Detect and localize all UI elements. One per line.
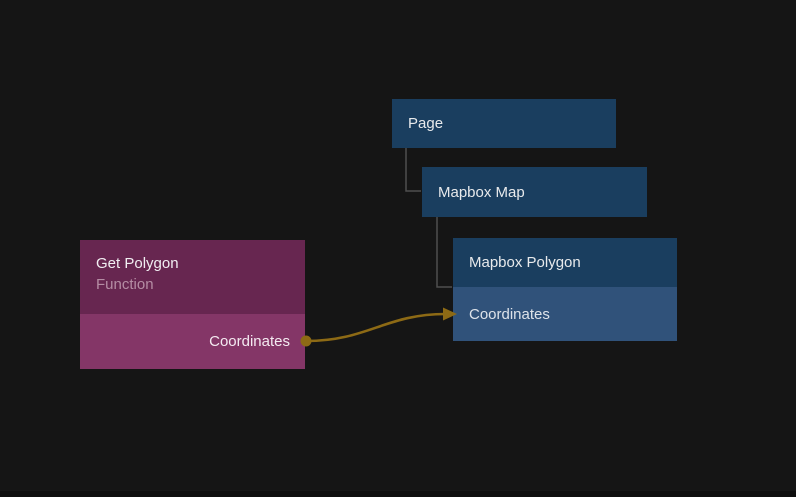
connection-wire[interactable] xyxy=(304,312,448,343)
node-get-polygon[interactable]: Get Polygon Function Coordinates xyxy=(80,240,305,369)
hierarchy-connector-page-to-mapbox-map xyxy=(405,148,421,192)
input-port-coordinates-label: Coordinates xyxy=(469,305,550,323)
node-mapbox-polygon-title: Mapbox Polygon xyxy=(469,254,581,271)
node-get-polygon-title: Get Polygon xyxy=(96,255,179,272)
node-mapbox-map[interactable]: Mapbox Map xyxy=(422,167,647,217)
node-page-title: Page xyxy=(408,115,444,132)
node-get-polygon-subtitle: Function xyxy=(96,276,154,293)
node-mapbox-polygon[interactable]: Mapbox Polygon Coordinates xyxy=(453,238,677,341)
node-page[interactable]: Page xyxy=(392,99,616,148)
output-port-coordinates-label: Coordinates xyxy=(209,333,290,350)
node-get-polygon-header: Get Polygon Function xyxy=(80,240,305,314)
canvas-bottom-edge xyxy=(0,491,796,497)
hierarchy-connector-mapbox-map-to-mapbox-polygon xyxy=(436,217,452,288)
node-mapbox-map-title: Mapbox Map xyxy=(438,183,525,201)
output-port-coordinates[interactable]: Coordinates xyxy=(80,314,305,369)
input-port-coordinates[interactable]: Coordinates xyxy=(453,287,677,341)
node-mapbox-polygon-header: Mapbox Polygon xyxy=(453,238,677,287)
